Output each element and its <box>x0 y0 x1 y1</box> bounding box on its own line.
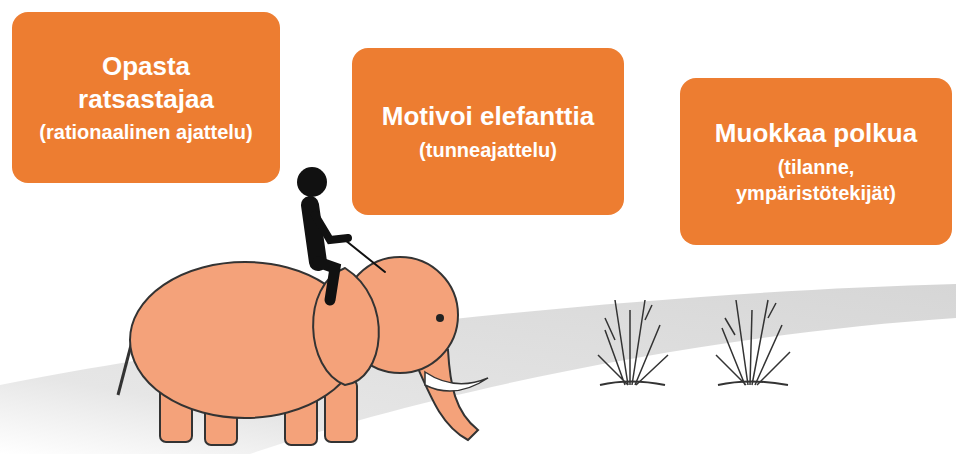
box-subtext: (tilanne, ympäristötekijät) <box>714 154 918 206</box>
concept-box: Muokkaa polkua (tilanne, ympäristötekijät… <box>680 78 952 245</box>
box-heading: Motivoi elefanttia <box>382 100 594 133</box>
bush <box>716 300 790 385</box>
box-heading: Muokkaa polkua <box>715 117 917 150</box>
box-heading: Opasta ratsastajaa <box>32 50 260 115</box>
box-subtext: (tunneajattelu) <box>419 137 557 163</box>
elephant <box>118 257 488 445</box>
concept-box: Motivoi elefanttia (tunneajattelu) <box>352 48 624 215</box>
box-subtext: (rationaalinen ajattelu) <box>39 119 252 145</box>
concept-box: Opasta ratsastajaa (rationaalinen ajattel… <box>12 12 280 183</box>
bush <box>598 300 668 385</box>
